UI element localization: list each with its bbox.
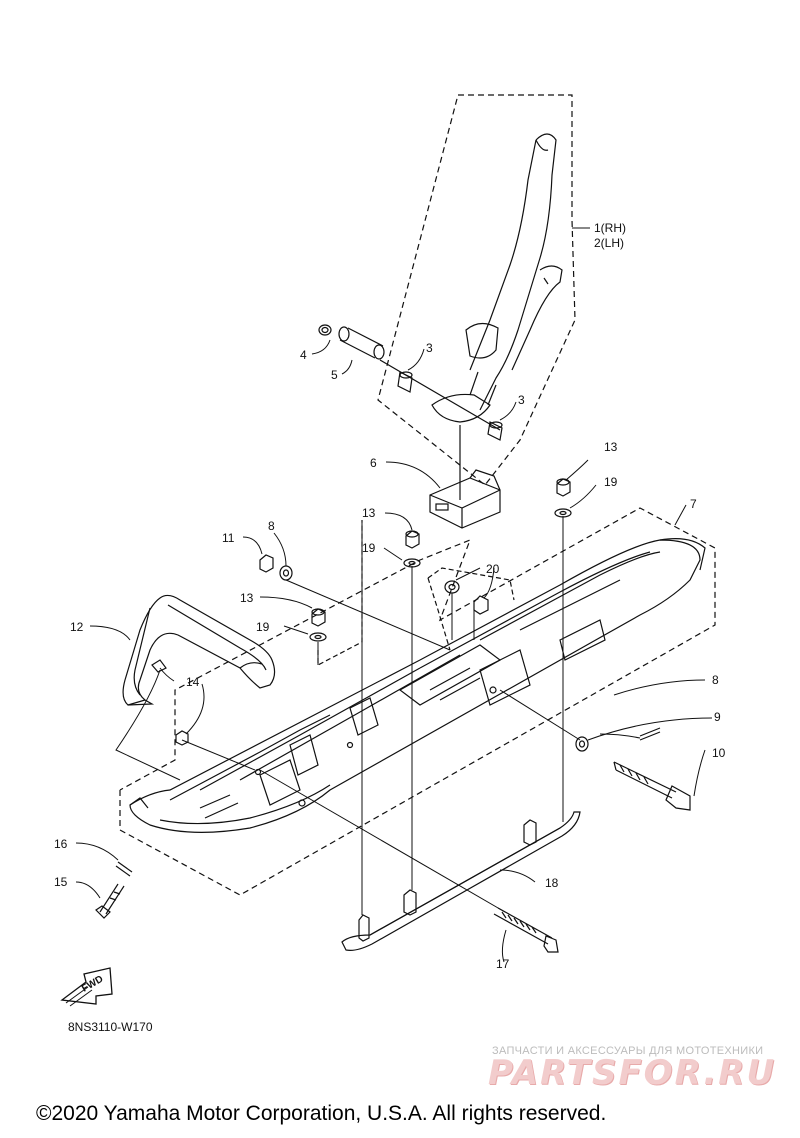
nut-13c [311, 608, 326, 627]
nut-13b [405, 530, 420, 549]
pin-16 [115, 861, 133, 877]
watermark-logo: PARTSFOR.RU [488, 1053, 777, 1093]
callout-12: 12 [70, 620, 84, 634]
washer-19c [309, 632, 327, 642]
nut-11 [259, 554, 274, 573]
callout-3b: 3 [518, 393, 525, 407]
callout-13c: 13 [240, 591, 254, 605]
callout-4: 4 [300, 348, 307, 362]
callout-2: 2(LH) [594, 236, 624, 250]
callout-7: 7 [690, 497, 697, 511]
ski-group-outline [119, 507, 716, 896]
shaft-5 [338, 326, 385, 360]
washer-19a [554, 508, 572, 518]
spacer-20b [473, 595, 489, 615]
callout-19c: 19 [256, 620, 270, 634]
callout-16: 16 [54, 837, 68, 851]
callout-20: 20 [486, 562, 500, 576]
bolt-10 [613, 761, 691, 811]
axle-line [379, 359, 501, 431]
callout-8b: 8 [712, 673, 719, 687]
callout-15: 15 [54, 875, 68, 889]
callout-10: 10 [712, 746, 726, 760]
callout-5: 5 [331, 368, 338, 382]
callout-3a: 3 [426, 341, 433, 355]
nut-13a [556, 478, 571, 497]
bushing-3a [397, 371, 413, 393]
ski-7 [129, 538, 706, 833]
pin-9 [639, 727, 661, 741]
callout-8a: 8 [268, 519, 275, 533]
item20-bracket [427, 567, 515, 601]
item19-bracket [317, 520, 363, 666]
callout-labels: 1(RH) 2(LH) 3 3 4 5 6 7 8 8 9 10 11 12 1… [54, 221, 726, 971]
callout-19b: 19 [362, 541, 376, 555]
bolt-17 [493, 907, 559, 953]
callout-19a: 19 [604, 475, 618, 489]
spindle-group-outline [377, 94, 576, 486]
spindle-part [431, 133, 563, 423]
callout-9: 9 [714, 710, 721, 724]
callout-13a: 13 [604, 440, 618, 454]
washer-19b [403, 558, 421, 568]
collar-4 [318, 324, 332, 336]
callout-1: 1(RH) [594, 221, 626, 235]
copyright-notice: ©2020 Yamaha Motor Corporation, U.S.A. A… [36, 1102, 607, 1125]
watermark-subtitle: ЗАПЧАСТИ И АКСЕССУАРЫ ДЛЯ МОТОТЕХНИКИ [492, 1045, 764, 1057]
callout-14: 14 [186, 675, 200, 689]
callout-18: 18 [545, 876, 559, 890]
callout-6: 6 [370, 456, 377, 470]
fwd-arrow-icon: FWD [60, 967, 113, 1007]
bolt-15 [95, 883, 125, 919]
callout-17: 17 [496, 957, 510, 971]
callout-13b: 13 [362, 506, 376, 520]
diagram-code: 8NS3110-W170 [68, 1020, 153, 1034]
callout-11: 11 [222, 531, 235, 545]
spacer-20a [444, 580, 460, 594]
leader-lines [75, 227, 713, 963]
bushing-3b [487, 421, 503, 441]
handle-12 [122, 594, 276, 706]
item20-bracket-2 [427, 577, 451, 651]
clip-14-shape [151, 659, 167, 673]
washer-8b [575, 736, 589, 752]
washer-8a [279, 565, 293, 581]
stopper-6 [429, 469, 501, 529]
runner-18 [341, 811, 581, 951]
